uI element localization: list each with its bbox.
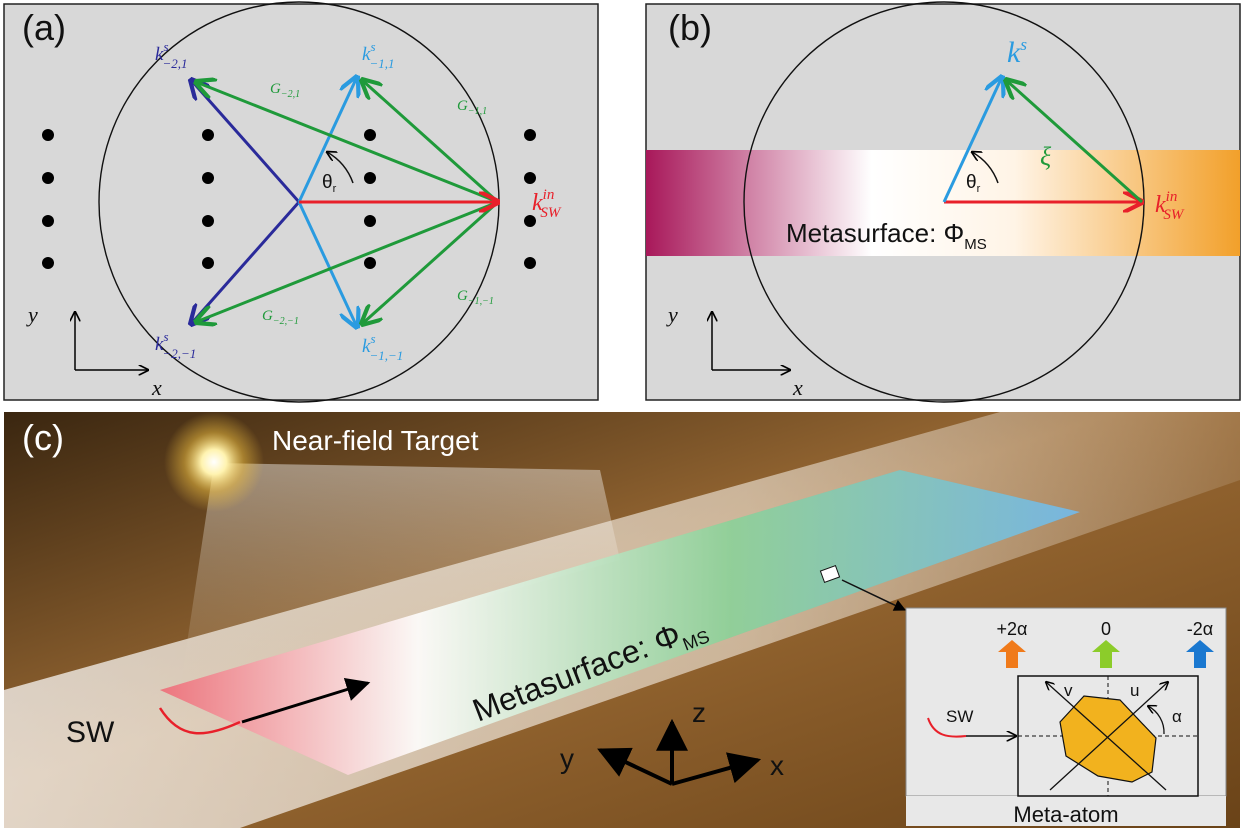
label-theta-a: θr — [322, 172, 337, 195]
meta-atom-inset: Meta-atom +2α 0 -2α u v α SW — [905, 607, 1227, 827]
panel-a: (a) ks−2,1 ks−1,1 — [3, 1, 599, 403]
label-k-m1-m1: ks−1,−1 — [362, 331, 403, 363]
inset-frame — [905, 607, 1227, 797]
u-axis-arrow — [1049, 682, 1168, 791]
k-m1-p1-arrow — [297, 77, 357, 203]
xyz-axes — [597, 718, 762, 786]
G-m2-m1-arrow — [196, 200, 499, 322]
k-m2-p1-arrow — [191, 80, 301, 203]
label-theta-b: θr — [966, 172, 981, 195]
axis-y-label-a: y — [26, 302, 38, 327]
metasurface-strip — [160, 470, 1080, 775]
sw-direction-arrow — [241, 677, 371, 724]
meta-atom-leader — [841, 579, 907, 611]
near-field-target — [164, 412, 264, 512]
phase-plus-arrow-icon — [998, 640, 1026, 668]
G-m1-p1-arrow — [362, 80, 500, 204]
meta-atom-caption: Meta-atom — [1013, 802, 1118, 827]
label-xi: ξ — [1040, 142, 1052, 171]
panel-b-tag: (b) — [668, 7, 712, 48]
label-k-m1-p1: ks−1,1 — [362, 39, 395, 71]
axis-y-label-b: y — [666, 302, 678, 327]
xi-arrow — [1006, 80, 1144, 204]
phase-zero-label: 0 — [1101, 619, 1111, 639]
k-m2-m1-arrow — [191, 201, 301, 324]
v-label: v — [1064, 681, 1073, 700]
theta-arc-b — [972, 152, 999, 184]
axis-y-label-c: y — [560, 743, 574, 774]
axis-x-label-a: x — [151, 375, 162, 400]
theta-arc — [327, 152, 354, 184]
label-G-m2-m1: G−2,−1 — [262, 308, 299, 327]
inset-sw-label: SW — [946, 707, 973, 726]
light-cone — [180, 463, 620, 690]
label-G-m2-p1: G−2,1 — [270, 81, 300, 100]
label-k-m2-m1: ks−2,−1 — [155, 329, 196, 361]
axis-x-label-b: x — [792, 375, 803, 400]
phase-zero-arrow-icon — [1092, 640, 1120, 668]
label-k-m2-p1: ks−2,1 — [155, 39, 188, 71]
axis-x-label-c: x — [770, 750, 784, 781]
lattice-dots — [42, 129, 536, 269]
label-G-m1-p1: G−1,1 — [457, 98, 487, 117]
alpha-label: α — [1172, 707, 1182, 726]
panel-c: (c) Near-field Target Metasurface: ΦMS S… — [4, 412, 1240, 828]
phase-minus-arrow-icon — [1186, 640, 1214, 668]
alpha-arc — [1148, 706, 1165, 735]
meta-atom-shape — [1059, 695, 1157, 783]
panel-c-tag: (c) — [22, 417, 64, 458]
G-m1-m1-arrow — [362, 200, 500, 324]
phase-plus-label: +2α — [997, 619, 1028, 639]
metasurface-label-b: Metasurface: ΦMS — [786, 218, 987, 253]
u-label: u — [1130, 681, 1139, 700]
k-s-arrow-b — [942, 77, 1002, 203]
sw-label: SW — [66, 716, 115, 749]
G-m2-p1-arrow — [196, 82, 499, 204]
k-m1-m1-arrow — [297, 201, 357, 327]
axis-z-label-c: z — [692, 697, 706, 728]
phase-minus-label: -2α — [1187, 619, 1213, 639]
meta-atom-marker — [819, 564, 841, 584]
panel-a-tag: (a) — [22, 7, 66, 48]
label-G-m1-m1: G−1,−1 — [457, 288, 494, 307]
v-axis-arrow — [1046, 682, 1167, 791]
label-k-s-b: ks — [1007, 35, 1027, 69]
sw-wave — [158, 707, 241, 735]
inset-sw-wave — [927, 717, 967, 738]
near-field-target-label: Near-field Target — [272, 425, 479, 456]
